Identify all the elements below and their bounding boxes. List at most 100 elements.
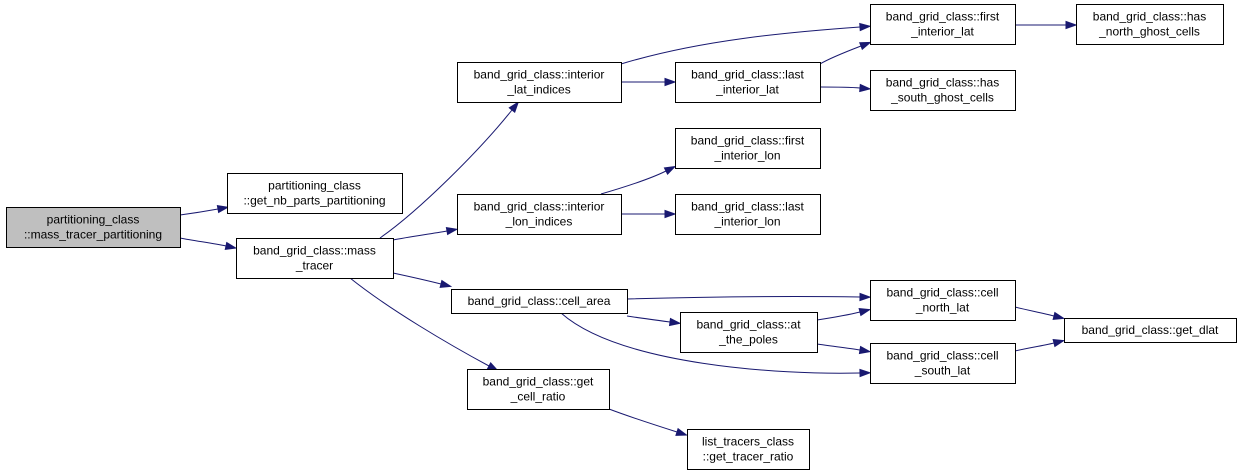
node-label: band_grid_class::cell_area: [468, 294, 611, 308]
node-label: band_grid_class::get: [483, 375, 594, 389]
node-label: _north_ghost_cells: [1098, 25, 1200, 39]
edge-line: [392, 230, 448, 241]
arrowhead-icon: [664, 77, 677, 87]
edge-cell-area-to-cell-north-lat: [626, 292, 872, 302]
node-label: _south_ghost_cells: [890, 91, 994, 105]
node-box: [1076, 4, 1224, 45]
arrowhead-icon: [859, 83, 872, 93]
node-label: _cell_ratio: [510, 390, 566, 404]
edge-interior-lat-indices-to-last-interior-lat: [621, 77, 677, 87]
node-box: [675, 194, 821, 235]
node-label: band_grid_class::last: [691, 200, 804, 214]
edge-cell-area-to-cell-south-lat: [560, 312, 872, 378]
arrowhead-icon: [224, 241, 238, 251]
arrowhead-icon: [1052, 339, 1066, 348]
node-cell-north-lat[interactable]: band_grid_class::cell_north_lat: [870, 280, 1016, 321]
edge-line: [819, 45, 862, 65]
arrowhead-icon: [668, 317, 682, 327]
edge-cell-south-lat-to-get-dlat: [1014, 339, 1066, 352]
edge-mass-tracer-to-cell-area: [392, 272, 453, 288]
arrowhead-icon: [663, 165, 677, 175]
node-interior-lon-indices[interactable]: band_grid_class::interior_lon_indices: [457, 194, 622, 235]
edge-line: [560, 312, 861, 374]
arrowhead-icon: [216, 204, 230, 214]
node-label: band_grid_class::last: [691, 68, 804, 82]
edge-line: [608, 408, 678, 433]
node-interior-lat-indices[interactable]: band_grid_class::interior_lat_indices: [457, 62, 622, 103]
edge-cell-area-to-at-the-poles: [626, 315, 682, 327]
edge-line: [600, 170, 667, 195]
node-box: [227, 173, 403, 214]
node-label: band_grid_class::get_dlat: [1082, 323, 1219, 337]
node-box: [467, 369, 610, 410]
edge-line: [379, 109, 513, 239]
edge-interior-lat-indices-to-first-interior-lat: [620, 22, 872, 65]
arrowhead-icon: [858, 345, 872, 355]
edge-at-the-poles-to-cell-north-lat: [816, 308, 872, 321]
edge-line: [392, 272, 442, 285]
node-cell-area[interactable]: band_grid_class::cell_area: [451, 289, 628, 314]
node-label: partitioning_class: [268, 179, 361, 193]
node-box: [1064, 318, 1237, 343]
edge-line: [626, 315, 671, 323]
node-box: [870, 280, 1016, 321]
node-label: _interior_lat: [910, 25, 974, 39]
edge-line: [626, 296, 861, 300]
edges-layer: [179, 20, 1078, 436]
node-first-interior-lon[interactable]: band_grid_class::first_interior_lon: [675, 128, 821, 169]
node-first-interior-lat[interactable]: band_grid_class::first_interior_lat: [870, 4, 1016, 45]
node-box: [457, 62, 622, 103]
node-label: list_tracers_class: [702, 435, 794, 449]
node-box: [870, 343, 1016, 384]
edge-line: [179, 208, 219, 216]
node-get-nb-parts-partitioning[interactable]: partitioning_class::get_nb_parts_partiti…: [227, 173, 403, 214]
edge-first-interior-lat-to-has-north-ghost-cells: [1015, 20, 1078, 30]
arrowhead-icon: [675, 427, 688, 436]
node-label: band_grid_class::first: [691, 134, 805, 148]
node-label: band_grid_class::at: [696, 318, 801, 332]
node-last-interior-lon[interactable]: band_grid_class::last_interior_lon: [675, 194, 821, 235]
arrowhead-icon: [508, 101, 520, 114]
arrowhead-icon: [858, 308, 872, 317]
edge-last-interior-lat-to-has-south-ghost-cells: [819, 83, 872, 93]
node-label: band_grid_class::interior: [474, 68, 605, 82]
arrowhead-icon: [859, 41, 872, 51]
node-at-the-poles[interactable]: band_grid_class::at_the_poles: [680, 312, 818, 353]
node-has-south-ghost-cells[interactable]: band_grid_class::has_south_ghost_cells: [870, 70, 1016, 111]
edge-mass-tracer-to-get-cell-ratio: [349, 277, 500, 372]
arrowhead-icon: [1065, 20, 1078, 30]
nodes-layer: partitioning_class::mass_tracer_partitio…: [6, 4, 1237, 470]
arrowhead-icon: [664, 209, 677, 219]
edge-mass-tracer-partitioning-to-mass-tracer: [179, 237, 238, 251]
node-label: band_grid_class::mass: [253, 244, 376, 258]
arrowhead-icon: [859, 292, 872, 302]
edge-at-the-poles-to-cell-south-lat: [816, 343, 872, 355]
node-label: partitioning_class: [47, 213, 140, 227]
arrowhead-icon: [439, 279, 453, 288]
node-get-cell-ratio[interactable]: band_grid_class::get_cell_ratio: [467, 369, 610, 410]
node-get-dlat[interactable]: band_grid_class::get_dlat: [1064, 318, 1237, 343]
node-get-tracer-ratio[interactable]: list_tracers_class::get_tracer_ratio: [687, 429, 810, 470]
edge-mass-tracer-partitioning-to-get-nb-parts-partitioning: [179, 204, 230, 216]
node-label: _tracer: [295, 259, 333, 273]
node-box: [675, 128, 821, 169]
node-label: ::get_nb_parts_partitioning: [243, 194, 385, 208]
arrowhead-icon: [445, 226, 459, 236]
node-has-north-ghost-cells[interactable]: band_grid_class::has_north_ghost_cells: [1076, 4, 1224, 45]
node-label: band_grid_class::first: [886, 10, 1000, 24]
edge-get-cell-ratio-to-get-tracer-ratio: [608, 408, 688, 436]
edge-line: [179, 237, 227, 247]
node-last-interior-lat[interactable]: band_grid_class::last_interior_lat: [675, 62, 821, 103]
node-mass-tracer[interactable]: band_grid_class::mass_tracer: [236, 238, 394, 279]
node-cell-south-lat[interactable]: band_grid_class::cell_south_lat: [870, 343, 1016, 384]
node-label: _interior_lat: [715, 83, 779, 97]
node-label: band_grid_class::cell: [886, 286, 998, 300]
edge-mass-tracer-to-interior-lat-indices: [379, 101, 520, 239]
edge-interior-lon-indices-to-first-interior-lon: [600, 165, 677, 195]
edge-line: [816, 343, 861, 351]
node-box: [687, 429, 810, 470]
node-label: band_grid_class::has: [886, 76, 999, 90]
edge-cell-north-lat-to-get-dlat: [1014, 306, 1066, 320]
node-mass-tracer-partitioning[interactable]: partitioning_class::mass_tracer_partitio…: [6, 207, 181, 248]
